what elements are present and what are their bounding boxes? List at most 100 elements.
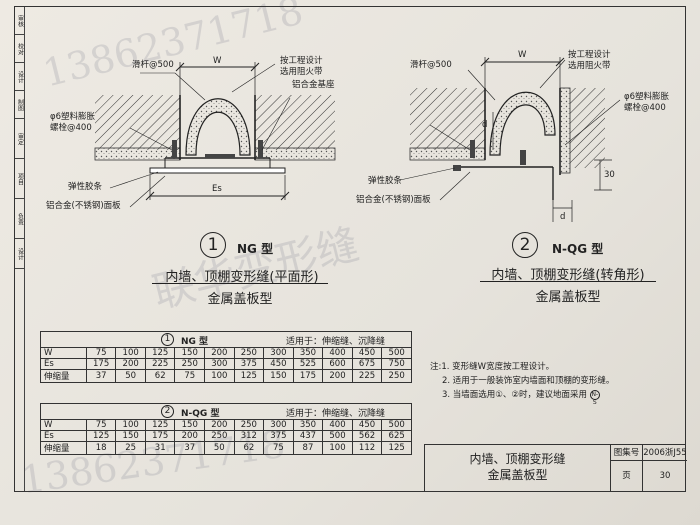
table-cell: 25 [115, 441, 146, 455]
sidebar-cell: 审核 [15, 7, 25, 35]
row-header: 伸缩量 [40, 369, 87, 383]
nqg-caption-title: 内墙、顶棚变形缝(转角形) [491, 268, 645, 283]
table-cell: 31 [144, 441, 176, 455]
sidebar-cell: 设计 [15, 63, 25, 91]
nqg-dim-d-bottom: d [560, 212, 566, 222]
title-line-1: 内墙、顶棚变形缝 [469, 452, 566, 466]
nqg-label-slider: 滑杆@500 [410, 60, 452, 70]
row-header: Es [40, 358, 87, 370]
table-cell: 400 [322, 419, 353, 431]
table-cell: 75 [263, 441, 294, 455]
ng-label-cover-plate: 铝合金(不锈钢)面板 [46, 201, 121, 211]
table-cell: 225 [144, 358, 176, 370]
table-cell: 500 [381, 347, 412, 359]
nqg-label-fire-band: 按工程设计 选用阻火带 [568, 50, 611, 71]
nqg-caption-underline [480, 281, 656, 283]
ng-label-slider: 滑杆@500 [132, 60, 174, 70]
table-cell: 37 [174, 441, 206, 455]
atlas-label: 图集号 [610, 445, 642, 461]
notes: 注:1. 变形缝W宽度按工程设计。 2. 适用于一般装饰室内墙面和顶棚的变形缝。… [430, 360, 615, 406]
table-nqg-header: 2 N-QG 型 适用于：伸缩缝、沉降缝 [40, 403, 412, 419]
ng-caption-subtitle: 金属盖板型 [207, 292, 273, 307]
atlas-value: 2006浙J55 [642, 445, 687, 461]
table-cell: 50 [115, 369, 146, 383]
table-cell: 150 [263, 369, 294, 383]
note-1: 注:1. 变形缝W宽度按工程设计。 [430, 362, 555, 372]
ng-dim-es: Es [212, 184, 222, 194]
title-block: 内墙、顶棚变形缝 金属盖板型 图集号 2006浙J55 页 30 [424, 444, 687, 492]
note-3-text: 3. 当墙面选用①、②时，建议地面采用 [442, 390, 588, 400]
signature-sidebar: 审核 校对 设计 制图 审定 项目 负责 设计 [15, 7, 25, 491]
table-cell: 750 [381, 358, 412, 370]
ng-dim-w: W [213, 56, 222, 66]
table-cell: 200 [322, 369, 353, 383]
row-header: W [40, 347, 87, 359]
table-cell: 150 [174, 419, 206, 431]
sidebar-cell: 校对 [15, 35, 25, 63]
nqg-caption-subtitle: 金属盖板型 [535, 290, 601, 305]
table-cell: 250 [381, 369, 412, 383]
sidebar-cell: 项目 [15, 159, 25, 199]
table-cell: 225 [351, 369, 383, 383]
table-cell: 350 [292, 347, 324, 359]
note-2: 2. 适用于一般装饰室内墙面和顶棚的变形缝。 [442, 376, 615, 386]
table-cell: 350 [292, 419, 324, 431]
nqg-caption-number: 2 [512, 232, 538, 258]
table-ng-usage: 适用于：伸缩缝、沉降缝 [286, 337, 386, 347]
page-value: 30 [642, 461, 687, 492]
ng-caption-type: NG 型 [237, 242, 274, 256]
table-cell: 562 [351, 430, 383, 442]
table-ng-number: 1 [161, 333, 174, 346]
table-cell: 75 [85, 419, 117, 431]
table-cell: 600 [322, 358, 353, 370]
table-cell: 100 [115, 347, 146, 359]
table-cell: 75 [85, 347, 117, 359]
table-cell: 100 [115, 419, 146, 431]
sidebar-cell: 设计 [15, 239, 25, 269]
table-cell: 675 [351, 358, 383, 370]
row-header: Es [40, 430, 87, 442]
title-line-2: 金属盖板型 [487, 468, 548, 482]
table-cell: 437 [292, 430, 324, 442]
table-cell: 200 [204, 419, 235, 431]
table-cell: 175 [144, 430, 176, 442]
table-nqg-type: N-QG 型 [181, 409, 220, 419]
sidebar-cell: 审定 [15, 119, 25, 159]
table-cell: 500 [322, 430, 353, 442]
table-cell: 450 [351, 347, 383, 359]
table-cell: 150 [174, 347, 206, 359]
sidebar-cell: 负责 [15, 199, 25, 239]
table-ng-type: NG 型 [181, 337, 209, 347]
table-cell: 312 [233, 430, 265, 442]
table-nqg-usage: 适用于：伸缩缝、沉降缝 [286, 409, 386, 419]
table-cell: 375 [263, 430, 294, 442]
table-cell: 250 [174, 358, 206, 370]
table-cell: 450 [351, 419, 383, 431]
ng-caption-number: 1 [200, 232, 226, 258]
table-cell: 375 [233, 358, 265, 370]
table-cell: 400 [322, 347, 353, 359]
row-header: W [40, 419, 87, 431]
table-cell: 112 [351, 441, 383, 455]
note-3: 3. 当墙面选用①、②时，建议地面采用 N-S [430, 388, 614, 406]
ng-caption-underline [152, 283, 328, 285]
table-cell: 75 [174, 369, 206, 383]
nqg-label-bolt: φ6塑料膨胀 螺栓@400 [624, 92, 670, 113]
table-cell: 250 [204, 430, 235, 442]
ng-caption-title: 内墙、顶棚变形缝(平面形) [165, 270, 319, 285]
table-nqg-number: 2 [161, 405, 174, 418]
table-cell: 175 [85, 358, 117, 370]
nqg-detail [399, 57, 621, 222]
nqg-dim-d: d [482, 120, 488, 130]
nqg-label-cover-plate: 铝合金(不锈钢)面板 [356, 195, 431, 205]
table-cell: 450 [263, 358, 294, 370]
drawing-frame: 审核 校对 设计 制图 审定 项目 负责 设计 [14, 6, 686, 492]
ng-label-bolt: φ6塑料膨胀 螺栓@400 [50, 112, 96, 133]
table-cell: 200 [204, 347, 235, 359]
